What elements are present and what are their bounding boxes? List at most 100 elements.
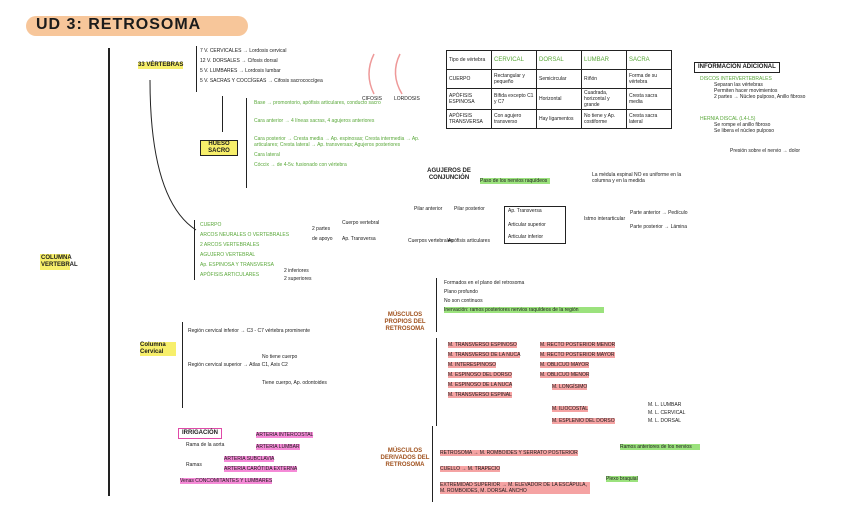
- vertebras-heading: 33 VÉRTEBRAS: [138, 62, 184, 69]
- muscle-item: M. RECTO POSTERIOR MENOR: [540, 342, 616, 348]
- list-item: Base → promontorio, apófisis articulares…: [254, 100, 381, 106]
- list-item: Cóccix → de 4-5v. fusionado con vértebra: [254, 162, 347, 168]
- list-item: Ramas: [186, 462, 202, 468]
- list-item: 5 V. SACRAS Y COCCÍGEAS → Cifosis sacroc…: [200, 78, 323, 84]
- diagram-node: Parte anterior → Pedículo: [630, 210, 688, 216]
- table-row: CUERPO Rectangular y pequeño Semicircula…: [446, 69, 672, 89]
- muscle-item: M. ESPLENIO DEL DORSO: [552, 418, 615, 424]
- anatomy-list: CUERPO ARCOS NEURALES O VERTEBRALES 2 AR…: [200, 222, 289, 278]
- list-item: Inervación: ramos posteriores nervios ra…: [444, 307, 604, 313]
- hueso-sacro-box: HUESO SACRO: [200, 140, 238, 156]
- table-cell: Semicircular: [536, 69, 582, 89]
- list-item: 2 partes → Núcleo pulposo, Anillo fibros…: [714, 94, 806, 100]
- list-item: Cara anterior → 4 líneas sacras, 4 aguje…: [254, 118, 375, 124]
- table-cell: CERVICAL: [491, 50, 537, 70]
- list-item: Región cervical superior → Atlas C1, Axi…: [188, 362, 288, 368]
- diagram-node: Pilar posterior: [454, 206, 485, 212]
- diagram-node: Articular superior: [508, 222, 546, 228]
- table-cell: APÓFISIS ESPINOSA: [446, 88, 492, 110]
- diagram-node: Istmo interarticular: [584, 216, 626, 222]
- cervical-label: Columna Cervical: [140, 342, 176, 356]
- table-cell: Cresta sacra media: [626, 88, 672, 110]
- diagram-node: Pilar anterior: [414, 206, 443, 212]
- bracket: [436, 338, 437, 426]
- list-item: Cara lateral: [254, 152, 280, 158]
- list-item: Se rompe el anillo fibroso: [714, 122, 771, 128]
- agujeros-heading: AGUJEROS DE CONJUNCIÓN: [427, 168, 471, 181]
- muscle-item: EXTREMIDAD SUPERIOR → M. ELEVADOR DE LA …: [440, 482, 590, 494]
- table-cell: APÓFISIS TRANSVERSA: [446, 109, 492, 129]
- table-cell: No tiene y Ap. costiforme: [581, 109, 627, 129]
- highlight-item: ARTERIA CARÓTIDA EXTERNA: [224, 466, 298, 472]
- muscle-item: M. LONGÍSIMO: [552, 384, 588, 390]
- bracket: [436, 278, 437, 332]
- diagram-node: Apófisis articulares: [448, 238, 490, 244]
- table-cell: Cresta sacra lateral: [626, 109, 672, 129]
- muscle-item: M. ILIOCOSTAL: [552, 406, 589, 412]
- table-cell: Con agujero transverso: [491, 109, 537, 129]
- list-item: Ap. ESPINOSA Y TRANSVERSA: [200, 262, 274, 268]
- bracket: [194, 220, 195, 280]
- muscle-item: M. INTERESPINOSO: [448, 362, 497, 368]
- bracket: [246, 98, 247, 188]
- note: 2 superiores: [284, 276, 312, 282]
- table-cell: Bífida excepto C1 y C7: [491, 88, 537, 110]
- main-divider: [108, 48, 110, 496]
- highlight-item: ARTERIA INTERCOSTAL: [256, 432, 314, 438]
- table-cell: Riñón: [581, 69, 627, 89]
- muscle-sub: M. L. DORSAL: [648, 418, 682, 424]
- table-cell: CUERPO: [446, 69, 492, 89]
- note: 2 inferiores: [284, 268, 309, 274]
- table-cell: SACRA: [626, 50, 672, 70]
- muscle-item: M. TRANSVERSO ESPINAL: [448, 392, 512, 398]
- list-item: No son continuos: [444, 298, 483, 304]
- list-item: HERNIA DISCAL (L4-L5): [700, 116, 756, 122]
- main-label: COLUMNA VERTEBRAL: [40, 254, 78, 270]
- muscle-sub: M. L. CERVICAL: [648, 410, 686, 416]
- note: 2 partes: [312, 226, 331, 232]
- table-cell: Cuadrada, horizontal y grande: [581, 88, 627, 110]
- table-row: APÓFISIS TRANSVERSA Con agujero transver…: [446, 109, 672, 129]
- table-row: APÓFISIS ESPINOSA Bífida excepto C1 y C7…: [446, 88, 672, 110]
- muscle-item: M. TRANSVERSO ESPINOSO: [448, 342, 517, 348]
- info-list: DISCOS INTERVERTEBRALES Separan las vért…: [700, 76, 840, 154]
- muscle-item: M. ESPINOSO DEL DORSO: [448, 372, 512, 378]
- arrow-line: [222, 96, 223, 132]
- musculos-propios-label: MÚSCULOS PROPIOS DEL RETROSOMA: [384, 312, 426, 332]
- list-item: Presión sobre el nervio → dolor: [730, 148, 801, 154]
- highlight-note: Paso de los nervios raquídeos: [480, 178, 550, 184]
- muscle-sub: M. L. LUMBAR: [648, 402, 682, 408]
- note: de apoyo: [312, 236, 333, 242]
- list-item: 7 V. CERVICALES → Lordosis cervical: [200, 48, 287, 54]
- propios-bullets: Formados en el plano del retrosoma Plano…: [444, 280, 604, 313]
- divider: [432, 426, 433, 502]
- list-item: 5 V. LUMBARES → Lordosis lumbar: [200, 68, 281, 74]
- muscle-item: M. ESPINOSO DE LA NUCA: [448, 382, 513, 388]
- list-item: ARCOS NEURALES O VERTEBRALES: [200, 232, 290, 238]
- bracket: [196, 46, 197, 92]
- articular-box: [504, 206, 566, 244]
- musculos-derivados-label: MÚSCULOS DERIVADOS DEL RETROSOMA: [380, 448, 430, 468]
- table-cell: DORSAL: [536, 50, 582, 70]
- list-item: Región cervical inferior → C3 - C7 vérte…: [188, 328, 310, 334]
- vertebras-list: 7 V. CERVICALES → Lordosis cervical 12 V…: [200, 48, 323, 84]
- curve-label: LORDOSIS: [394, 96, 420, 102]
- sacro-list: Base → promontorio, apófisis articulares…: [254, 100, 434, 168]
- table-cell: Forma de su vértebra: [626, 69, 672, 89]
- table-cell: LUMBAR: [581, 50, 627, 70]
- note: No tiene cuerpo: [262, 354, 298, 360]
- list-item: Permiten hacer movimientos: [714, 88, 778, 94]
- list-item: CUERPO: [200, 222, 222, 228]
- curved-arrow: [149, 80, 197, 231]
- note: Tiene cuerpo, Ap. odontoides: [262, 380, 327, 386]
- note: Ap. Transversa: [342, 236, 376, 242]
- diagram-node: Parte posterior → Lámina: [630, 224, 687, 230]
- table-cell: Rectangular y pequeño: [491, 69, 537, 89]
- list-item: Cara posterior → Cresta media → Ap. espi…: [254, 136, 420, 148]
- list-item: AGUJERO VERTEBRAL: [200, 252, 256, 258]
- list-item: DISCOS INTERVERTEBRALES: [700, 76, 772, 82]
- list-item: APÓFISIS ARTICULARES: [200, 272, 260, 278]
- bracket: [182, 322, 183, 408]
- muscle-item: CUELLO → M. TRAPECIO: [440, 466, 501, 472]
- diagram-node: Ap. Transversa: [508, 208, 542, 214]
